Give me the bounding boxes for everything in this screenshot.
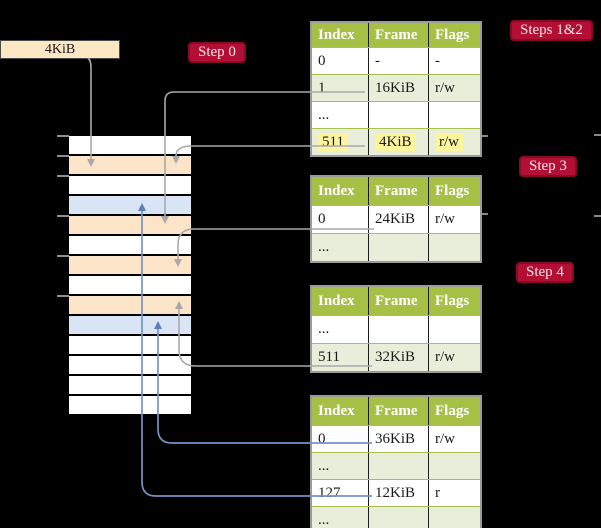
cell-flags: [428, 316, 480, 343]
cell-frame: 36KiB: [368, 426, 428, 452]
memory-column: [69, 136, 191, 416]
cell-flags: r/w: [428, 426, 480, 452]
table-header-row: Index Frame Flags: [312, 287, 480, 315]
memory-row-3: [69, 196, 191, 216]
memory-row-5: [69, 236, 191, 256]
column-header-frame: Frame: [368, 287, 428, 315]
badge-steps-1-2: Steps 1&2: [510, 20, 593, 41]
table-header-row: Index Frame Flags: [312, 177, 480, 205]
tick-mark: [57, 175, 69, 177]
cell-frame: [368, 507, 428, 528]
cell-flags: r/w: [428, 75, 480, 101]
cell-index: 0: [318, 52, 326, 69]
highlight: 511: [318, 133, 348, 151]
memory-row-12: [69, 376, 191, 396]
column-header-index: Index: [318, 402, 355, 419]
cell-frame: [368, 453, 428, 479]
tick-mark: [57, 135, 69, 137]
memory-row-0: [69, 136, 191, 156]
column-header-frame: Frame: [368, 23, 428, 47]
page-table-1: Index Frame Flags 0 - - 1 16KiB r/w ... …: [310, 21, 482, 157]
cell-frame: 24KiB: [368, 206, 428, 233]
cell-flags: [428, 453, 480, 479]
table-row: 0 - -: [312, 47, 480, 74]
memory-row-2: [69, 176, 191, 196]
page-table-4: Index Frame Flags 0 36KiB r/w ... 127 12…: [310, 395, 482, 528]
table-row: 1 16KiB r/w: [312, 74, 480, 101]
column-header-index: Index: [318, 26, 355, 43]
cell-index: ...: [318, 106, 330, 123]
column-header-flags: Flags: [428, 287, 480, 315]
cell-index: 0: [318, 430, 326, 447]
badge-step-3: Step 3: [519, 156, 577, 177]
column-header-index: Index: [318, 292, 355, 309]
badge-step-4: Step 4: [516, 262, 574, 283]
tick-mark: [57, 295, 69, 297]
highlight: r/w: [435, 133, 463, 151]
table-row: ...: [312, 452, 480, 479]
cell-frame: 12KiB: [368, 480, 428, 506]
memory-row-9: [69, 316, 191, 336]
column-header-flags: Flags: [428, 177, 480, 205]
cell-index: ...: [318, 511, 330, 528]
page-table-2: Index Frame Flags 0 24KiB r/w ...: [310, 175, 482, 263]
cell-index: 511: [312, 129, 368, 155]
cell-flags: [428, 102, 480, 128]
cell-index: 1: [318, 79, 326, 96]
memory-row-11: [69, 356, 191, 376]
memory-row-4: [69, 216, 191, 236]
cell-index: 0: [318, 211, 326, 227]
cell-frame: -: [368, 48, 428, 74]
frame-size-box: 4KiB: [0, 40, 120, 59]
cell-frame: 4KiB: [368, 129, 428, 155]
cell-index: 127: [318, 484, 341, 501]
cell-flags: r/w: [428, 344, 480, 371]
tick-mark: [57, 155, 69, 157]
cell-frame: [368, 234, 428, 261]
memory-row-7: [69, 276, 191, 296]
cell-flags: -: [428, 48, 480, 74]
table-row: ...: [312, 315, 480, 343]
cell-frame: [368, 316, 428, 343]
column-header-frame: Frame: [368, 397, 428, 425]
cell-index: ...: [318, 457, 330, 474]
badge-step-0: Step 0: [188, 42, 246, 63]
column-header-index: Index: [318, 182, 355, 199]
highlight: 4KiB: [375, 133, 416, 151]
memory-row-10: [69, 336, 191, 356]
memory-row-1: [69, 156, 191, 176]
memory-row-13: [69, 396, 191, 416]
cell-frame: 32KiB: [368, 344, 428, 371]
cell-index: ...: [318, 321, 330, 337]
table-row: 0 36KiB r/w: [312, 425, 480, 452]
memory-row-6: [69, 256, 191, 276]
column-header-frame: Frame: [368, 177, 428, 205]
cell-frame: 16KiB: [368, 75, 428, 101]
memory-row-8: [69, 296, 191, 316]
cell-index: 511: [318, 349, 340, 365]
cell-flags: [428, 507, 480, 528]
column-header-flags: Flags: [428, 23, 480, 47]
table-row: ...: [312, 233, 480, 261]
table-row: 127 12KiB r: [312, 479, 480, 506]
cell-flags: r: [428, 480, 480, 506]
table-row: 0 24KiB r/w: [312, 205, 480, 233]
cell-flags: [428, 234, 480, 261]
column-header-flags: Flags: [428, 397, 480, 425]
tick-mark: [57, 215, 69, 217]
cell-flags: r/w: [428, 129, 480, 155]
tick-mark: [57, 255, 69, 257]
page-table-3: Index Frame Flags ... 511 32KiB r/w: [310, 285, 482, 373]
table-header-row: Index Frame Flags: [312, 23, 480, 47]
cell-flags: r/w: [428, 206, 480, 233]
cell-frame: [368, 102, 428, 128]
cell-index: ...: [318, 239, 330, 255]
table-header-row: Index Frame Flags: [312, 397, 480, 425]
table-row: ...: [312, 506, 480, 528]
table-row: ...: [312, 101, 480, 128]
table-row: 511 32KiB r/w: [312, 343, 480, 371]
table-row-highlighted: 511 4KiB r/w: [312, 128, 480, 155]
